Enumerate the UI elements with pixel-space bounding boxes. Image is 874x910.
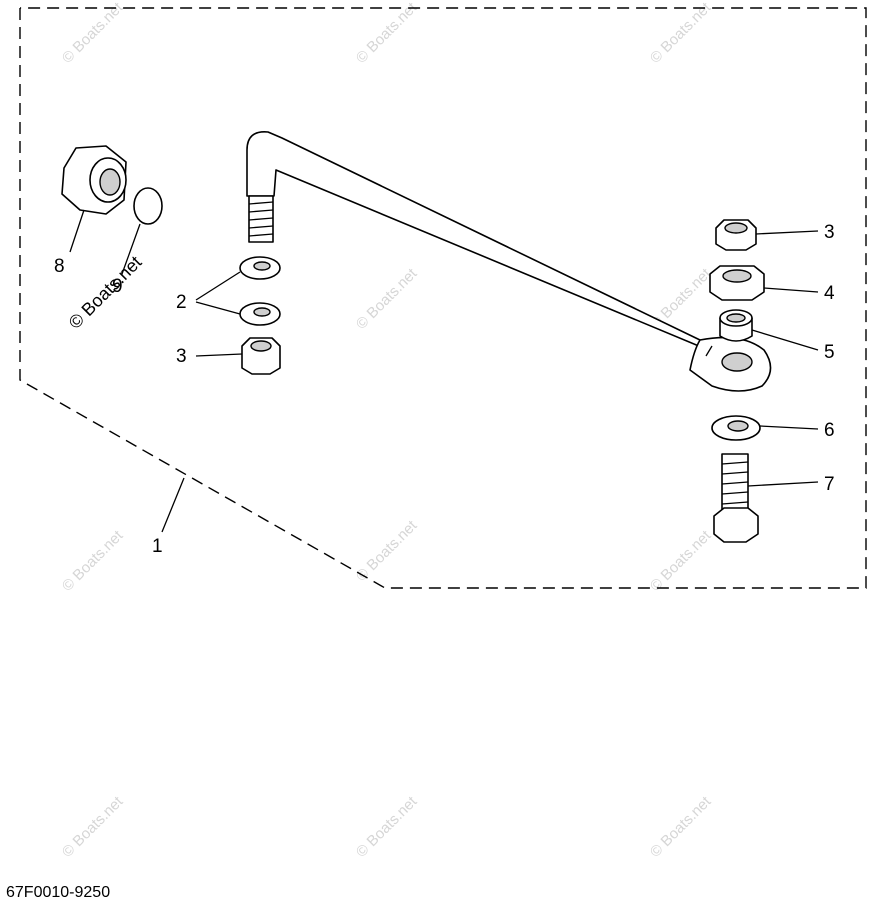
callout-9: 9 [112, 276, 123, 297]
watermark-dark: © Boats.net [65, 252, 146, 333]
watermark: © Boats.net [59, 527, 127, 595]
part-4-nut [709, 265, 765, 301]
callout-2: 2 [176, 292, 187, 313]
diagram-code: 67F0010-9250 [6, 884, 111, 901]
watermark: © Boats.net [353, 517, 421, 585]
part-9-o-ring [133, 187, 163, 225]
watermark-layer: © Boats.net © Boats.net © Boats.net © Bo… [59, 0, 715, 861]
watermark: © Boats.net [59, 0, 127, 67]
callout-4: 4 [824, 283, 835, 304]
part-3-nut-left [241, 337, 281, 375]
part-7-bolt [713, 453, 759, 543]
assembly-boundary [19, 7, 867, 589]
watermark: © Boats.net [353, 0, 421, 67]
steering-rod [246, 131, 772, 392]
callout-labels: 1 2 3 3 4 5 6 7 8 9 [54, 222, 835, 557]
callout-6: 6 [824, 420, 835, 441]
watermark: © Boats.net [647, 527, 715, 595]
callout-1: 1 [152, 536, 163, 557]
watermark: © Boats.net [647, 793, 715, 861]
rod-mark [705, 345, 713, 357]
part-2-washer-upper [239, 256, 281, 280]
part-5-collar [719, 309, 753, 342]
part-6-washer [711, 415, 761, 441]
leader-lines [69, 209, 819, 533]
rod-eye-hole [721, 352, 753, 372]
callout-7: 7 [824, 474, 835, 495]
callout-5: 5 [824, 342, 835, 363]
callout-3-right: 3 [824, 222, 835, 243]
watermark: © Boats.net [353, 265, 421, 333]
part-2-washer-lower [239, 302, 281, 326]
watermark: © Boats.net [353, 793, 421, 861]
rod-body [246, 131, 707, 350]
callout-8: 8 [54, 256, 65, 277]
part-8-nut [61, 145, 127, 215]
callout-3-left: 3 [176, 346, 187, 367]
watermark: © Boats.net [647, 0, 715, 67]
watermark: © Boats.net [59, 793, 127, 861]
part-3-nut-right [715, 219, 757, 251]
